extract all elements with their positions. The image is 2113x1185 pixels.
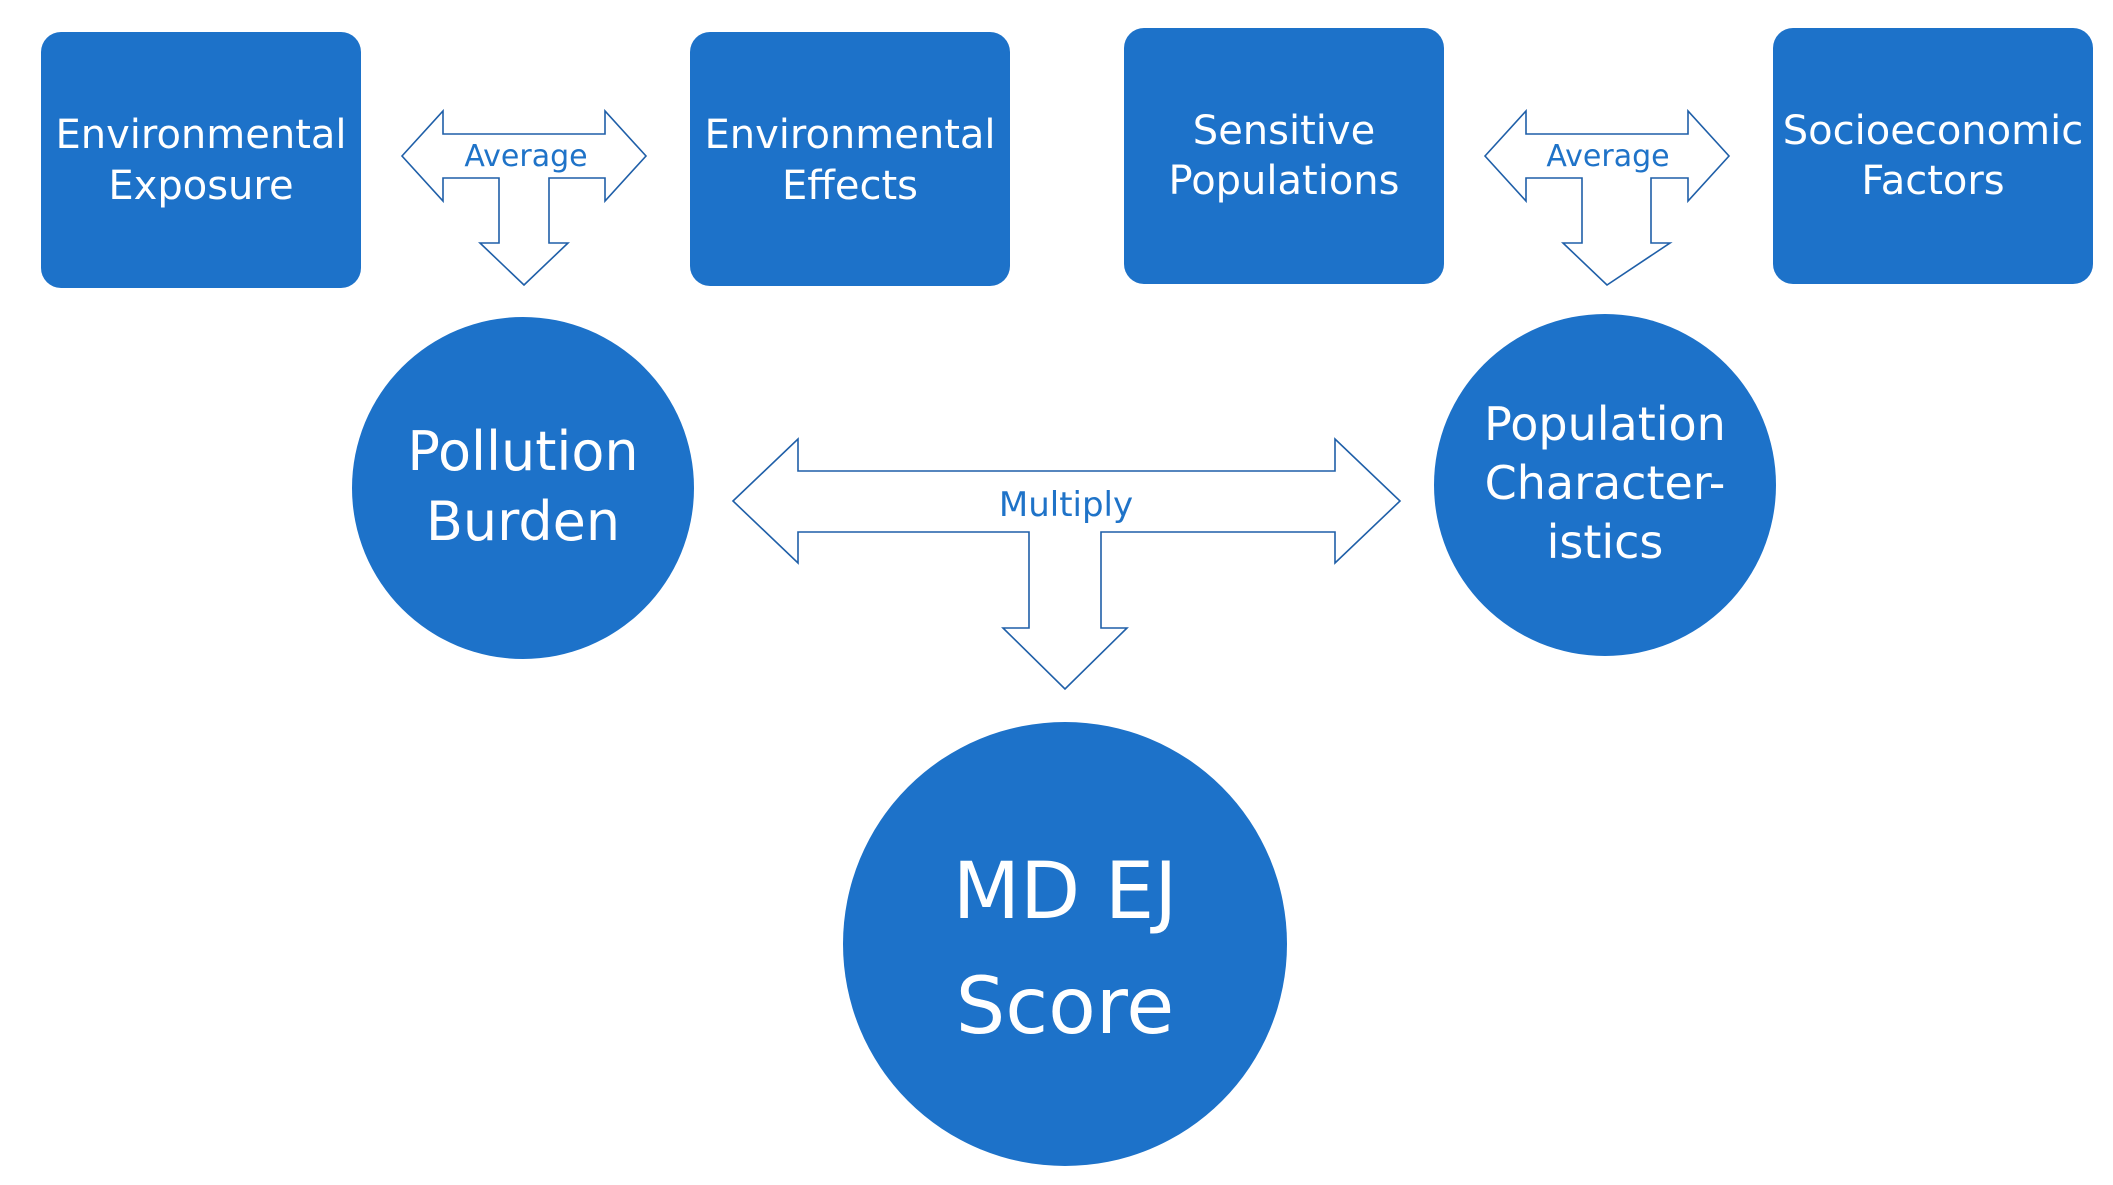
population-characteristics-line1: Population bbox=[1484, 397, 1726, 451]
environmental-effects-line2: Effects bbox=[782, 163, 918, 209]
pollution-burden-circle: Pollution Burden bbox=[352, 317, 694, 659]
socioeconomic-factors-box: Socioeconomic Factors bbox=[1773, 28, 2093, 284]
socioeconomic-factors-line2: Factors bbox=[1861, 158, 2004, 204]
multiply-arrow: Multiply bbox=[731, 437, 1402, 691]
sensitive-populations-box: Sensitive Populations bbox=[1124, 28, 1444, 284]
right-average-label: Average bbox=[1546, 139, 1669, 174]
environmental-exposure-box: Environmental Exposure bbox=[41, 32, 361, 288]
environmental-exposure-line2: Exposure bbox=[108, 163, 293, 209]
left-average-arrow: Average bbox=[400, 108, 648, 287]
population-characteristics-line3: istics bbox=[1547, 515, 1664, 569]
left-average-arrow-shape bbox=[400, 108, 648, 287]
environmental-effects-line1: Environmental bbox=[704, 112, 995, 158]
environmental-effects-box: Environmental Effects bbox=[690, 32, 1010, 286]
multiply-arrow-shape bbox=[731, 437, 1402, 691]
md-ej-score-line1: MD EJ bbox=[953, 847, 1177, 937]
socioeconomic-factors-line1: Socioeconomic bbox=[1783, 108, 2083, 154]
md-ej-score-line2: Score bbox=[956, 962, 1174, 1052]
left-average-label: Average bbox=[464, 139, 587, 174]
pollution-burden-line1: Pollution bbox=[407, 420, 638, 483]
pollution-burden-line2: Burden bbox=[426, 490, 620, 553]
population-characteristics-circle: Population Character- istics bbox=[1434, 314, 1776, 656]
md-ej-score-circle: MD EJ Score bbox=[843, 722, 1287, 1166]
environmental-exposure-line1: Environmental bbox=[55, 112, 346, 158]
sensitive-populations-line1: Sensitive bbox=[1193, 108, 1375, 154]
sensitive-populations-line2: Populations bbox=[1169, 158, 1400, 204]
right-average-arrow-shape bbox=[1483, 108, 1731, 287]
population-characteristics-line2: Character- bbox=[1485, 456, 1726, 510]
multiply-label: Multiply bbox=[999, 485, 1133, 525]
right-average-arrow: Average bbox=[1483, 108, 1731, 287]
